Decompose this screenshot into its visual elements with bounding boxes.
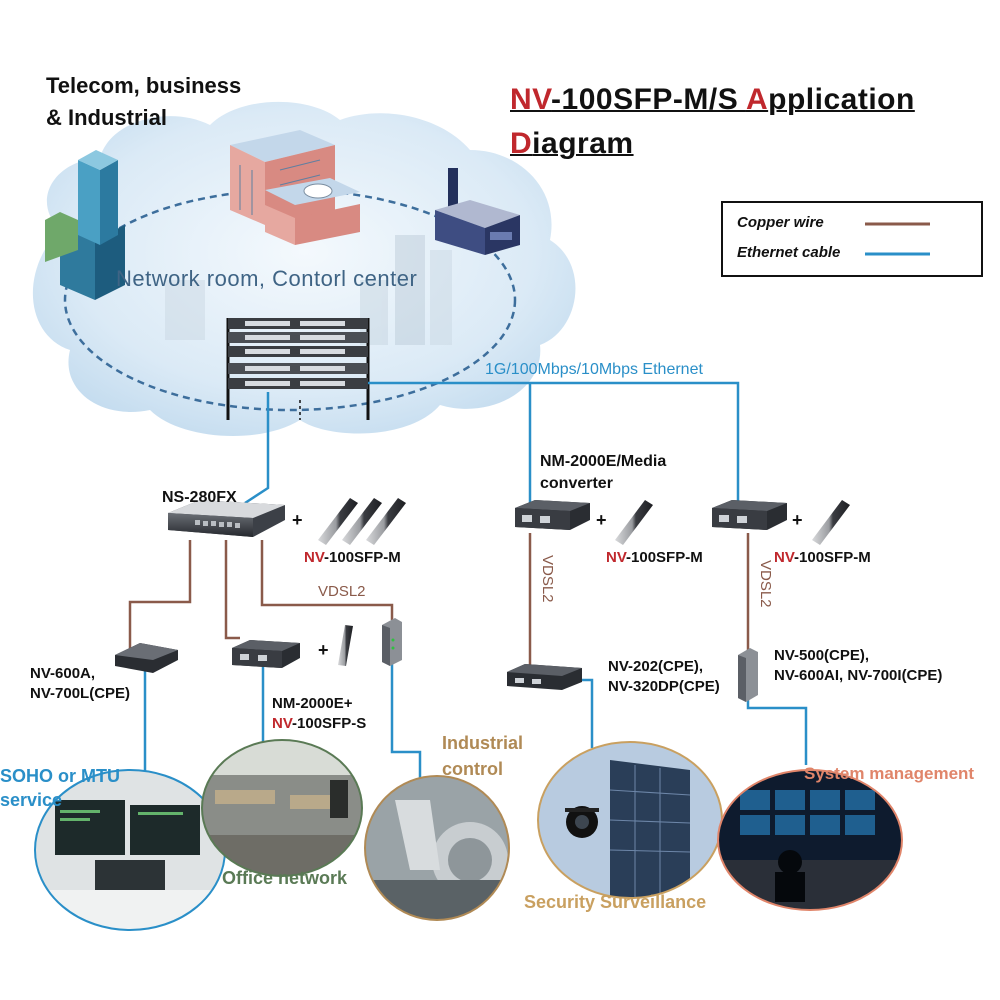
- telecom-label-line2: & Industrial: [46, 105, 168, 130]
- nv600a-line1: NV-600A,: [30, 665, 96, 682]
- nv202-line2: NV-320DP(CPE): [608, 678, 720, 695]
- sfp-prefix: NV: [272, 715, 293, 732]
- title-seg: D: [510, 127, 533, 160]
- sfp-suffix: -100SFP-S: [292, 715, 367, 732]
- sfp-m-label-2: NV-100SFP-M: [606, 548, 703, 568]
- legend-box: [721, 201, 983, 277]
- cpe-modem-icon: [507, 664, 582, 690]
- title-seg: iagram: [532, 127, 634, 160]
- title-seg: A: [745, 83, 769, 116]
- sfp-m-label-3: NV-100SFP-M: [774, 548, 871, 568]
- nm2000e-sfp-s-label: NM-2000E+ NV-100SFP-S: [272, 694, 366, 734]
- nv500-label: NV-500(CPE), NV-600AI, NV-700I(CPE): [774, 646, 942, 686]
- office-tower-icon: [45, 150, 125, 300]
- plus-sign: +: [792, 510, 803, 530]
- media-converter-icon: [232, 640, 300, 668]
- title-seg: -100SFP-M/S: [551, 83, 746, 116]
- sfp-prefix: NV: [304, 549, 325, 566]
- system-management-scene-image: [717, 769, 903, 911]
- sfp-prefix: NV: [774, 549, 795, 566]
- city-skyline-icon: [165, 235, 452, 345]
- sfp-m-label-1: NV-100SFP-M: [304, 548, 401, 568]
- sfp-suffix: -100SFP-M: [324, 549, 401, 566]
- soho-line1: SOHO or MTU: [0, 766, 120, 786]
- sfp-module-icon: [318, 498, 406, 545]
- legend-copper-label: Copper wire: [737, 214, 824, 231]
- sfp-module-icon: [812, 500, 850, 545]
- legend-ethernet-label: Ethernet cable: [737, 244, 841, 261]
- nv202-label: NV-202(CPE), NV-320DP(CPE): [608, 657, 720, 697]
- nv500-line2: NV-600AI, NV-700I(CPE): [774, 667, 943, 684]
- sfp-module-icon: [615, 500, 653, 545]
- title-seg: pplication: [768, 83, 915, 116]
- security-scene-image: [537, 741, 723, 899]
- network-switch-icon: [168, 500, 285, 537]
- din-rail-device-icon: [738, 648, 758, 702]
- nm2000e-plus-line: NM-2000E+: [272, 695, 353, 712]
- nm2000e-media-label: NM-2000E/Media converter: [540, 451, 666, 495]
- security-label: Security Surveillance: [524, 892, 707, 912]
- office-label: Office network: [222, 868, 348, 888]
- din-rail-device-icon: [382, 618, 402, 666]
- factory-icon: [435, 168, 520, 255]
- media-converter-icon: [515, 500, 590, 530]
- nv202-line1: NV-202(CPE),: [608, 658, 704, 675]
- headquarters-building-icon: [230, 130, 360, 245]
- plus-sign: +: [292, 510, 303, 530]
- nm2000e-line2: converter: [540, 475, 613, 492]
- diagram-title-line2: Diagram: [510, 124, 634, 164]
- telecom-label: Telecom, business & Industrial: [46, 70, 241, 134]
- vdsl2-label: VDSL2: [757, 560, 774, 608]
- nm2000e-line1: NM-2000E/Media: [540, 453, 667, 470]
- sfp-prefix: NV: [606, 549, 627, 566]
- soho-label: SOHO or MTU service: [0, 764, 120, 812]
- industrial-line1: Industrial: [442, 733, 524, 753]
- telecom-label-line1: Telecom, business: [46, 73, 242, 98]
- plus-sign: +: [596, 510, 607, 530]
- nv600a-line2: NV-700L(CPE): [30, 685, 131, 702]
- ethernet-speed-label: 1G/100Mbps/10Mbps Ethernet: [485, 361, 703, 378]
- media-converter-icon: [712, 500, 787, 530]
- copper-links: [128, 533, 750, 665]
- vdsl2-label: VDSL2: [539, 555, 556, 603]
- server-rack-icon: [226, 318, 370, 420]
- sfp-suffix: -100SFP-M: [794, 549, 871, 566]
- cpe-modem-icon: [115, 643, 178, 673]
- diagram-title-line1: NV-100SFP-M/S Application: [510, 80, 915, 120]
- network-room-label: Network room, Contorl center: [116, 266, 418, 291]
- industrial-scene-image: [364, 775, 510, 921]
- sfp-module-icon: [338, 625, 353, 666]
- vdsl2-label: VDSL2: [318, 583, 366, 600]
- soho-line2: service: [0, 790, 63, 810]
- industrial-line2: control: [442, 759, 503, 779]
- ns280fx-label: NS-280FX: [162, 489, 237, 506]
- industrial-label: Industrial control: [442, 730, 523, 782]
- nv600a-label: NV-600A, NV-700L(CPE): [30, 664, 130, 704]
- cloud-background: [32, 101, 576, 437]
- title-seg: NV: [510, 83, 552, 116]
- soho-scene-image: [34, 769, 226, 931]
- sfp-suffix: -100SFP-M: [626, 549, 703, 566]
- system-management-label: System management: [804, 764, 975, 783]
- nv500-line1: NV-500(CPE),: [774, 647, 870, 664]
- plus-sign: +: [318, 640, 329, 660]
